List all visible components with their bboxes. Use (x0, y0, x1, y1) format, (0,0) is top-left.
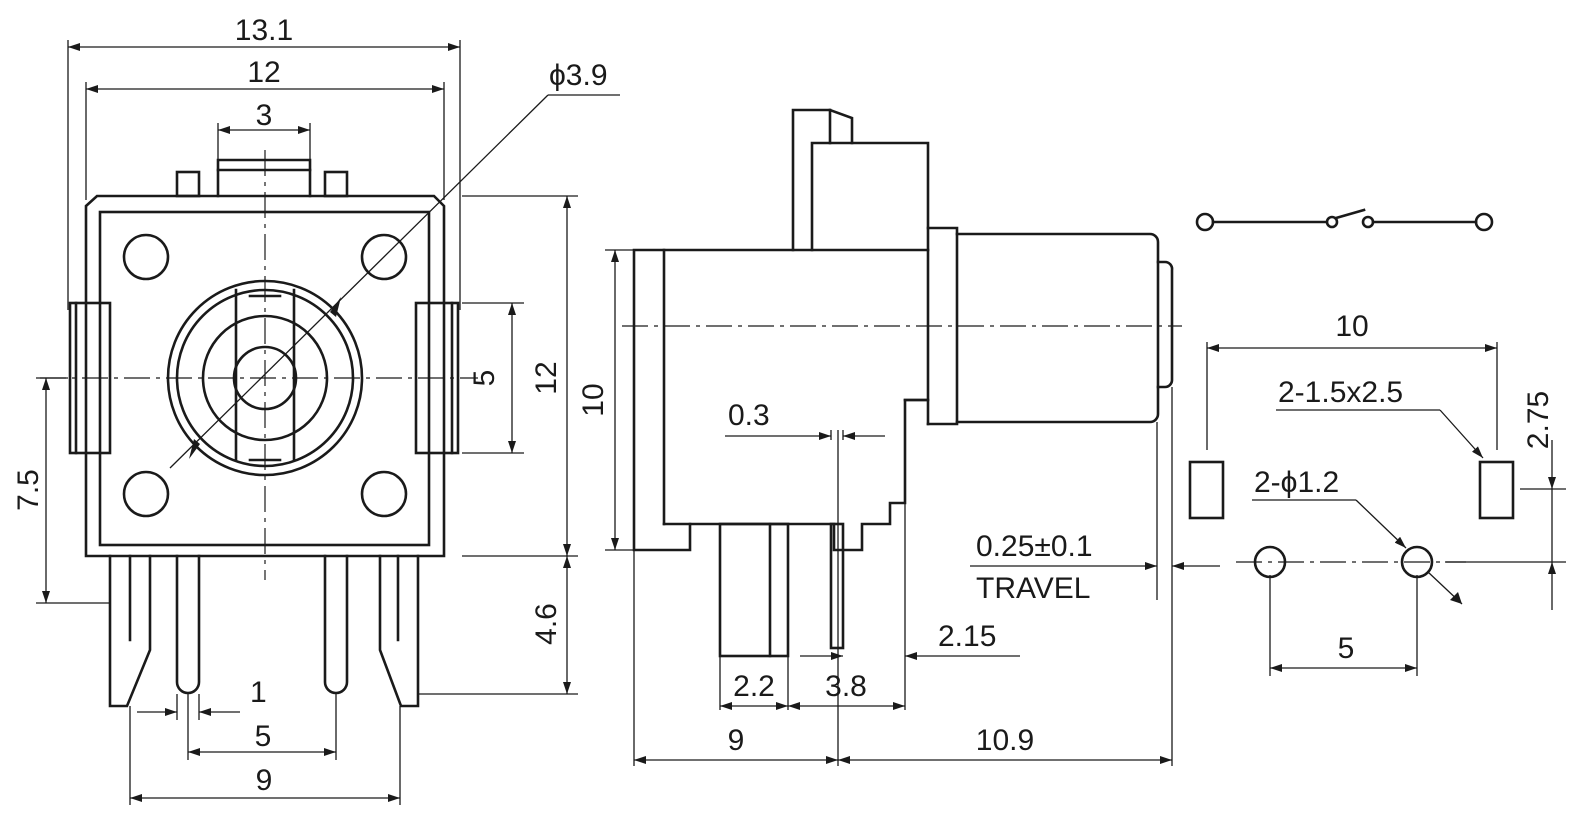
dim-pin-offset: 3.8 (825, 670, 867, 703)
dim-pin-setback: 2.15 (938, 620, 996, 653)
dim-body-depth: 9 (728, 724, 745, 757)
dim-leg-width: 2.2 (733, 670, 775, 703)
dim-shaft-diameter: ϕ3.9 (549, 59, 608, 92)
dim-pin-pitch: 5 (255, 720, 272, 753)
dim-width-body: 12 (247, 56, 280, 89)
dim-slot-pitch: 10 (1335, 310, 1368, 343)
dim-leg-span: 9 (256, 764, 273, 797)
dim-hole-pitch: 5 (1338, 632, 1355, 665)
pcb-layout: 10 2-1.5x2.5 2.75 2-ϕ1.2 5 (1188, 310, 1566, 676)
dim-center-height: 7.5 (12, 469, 45, 511)
dim-width-overall: 13.1 (235, 14, 293, 47)
dim-actuator-width: 3 (256, 99, 273, 132)
dim-bracket-width: 5 (468, 370, 501, 387)
switch-schematic (1195, 208, 1494, 232)
dim-shaft-length: 10.9 (976, 724, 1034, 757)
dim-pin-thickness: 0.3 (728, 399, 770, 432)
dim-slot-size: 2-1.5x2.5 (1278, 376, 1403, 409)
side-view: 10 0.3 2.2 3.8 2.15 9 10.9 0.25±0.1 TRAV… (577, 108, 1220, 766)
dim-slot-offset: 2.75 (1522, 391, 1555, 449)
dim-travel-value: 0.25±0.1 (976, 530, 1093, 563)
front-view: 13.1 12 3 ϕ3.9 5 12 4.6 7.5 1 5 9 (12, 14, 620, 805)
dim-travel-label: TRAVEL (976, 572, 1090, 605)
dim-pin-length: 4.6 (530, 603, 563, 645)
dim-side-body-height: 10 (577, 383, 610, 416)
dim-body-height: 12 (530, 361, 563, 394)
dim-hole-size: 2-ϕ1.2 (1254, 466, 1339, 499)
dim-pin-width: 1 (250, 676, 267, 709)
